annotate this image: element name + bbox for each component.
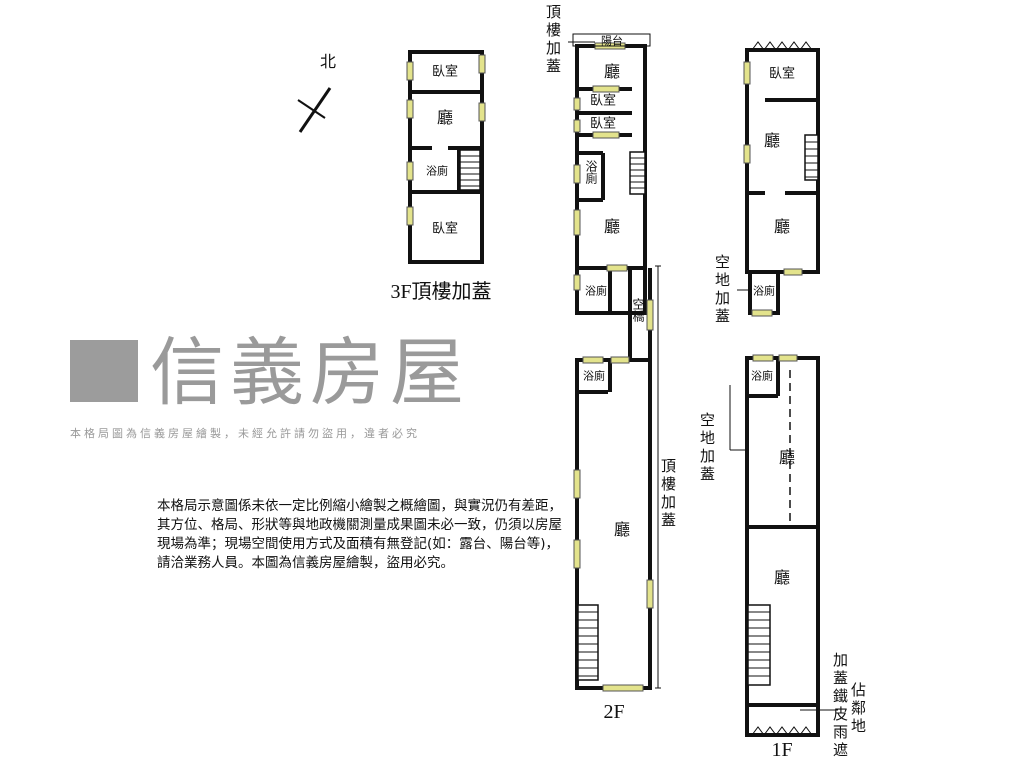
room-label: 廳 xyxy=(436,108,454,127)
north-label: 北 xyxy=(319,52,337,71)
rooftop-addition-label: 頂樓加蓋 xyxy=(544,4,562,76)
room-label: 臥室 xyxy=(589,93,617,109)
room-label: 廳 xyxy=(763,131,781,150)
room-label: 廳 xyxy=(773,568,791,587)
room-label: 廳 xyxy=(603,62,621,81)
room-label: 浴廁 xyxy=(585,284,607,298)
room-label: 廳 xyxy=(778,448,796,467)
floor-label-2f: 2F xyxy=(603,701,625,723)
stairs-icon xyxy=(804,134,819,181)
vacant-land-addition-label: 空地加蓋 xyxy=(713,254,731,326)
floor-label-1f: 1F xyxy=(771,739,793,761)
room-label: 臥室 xyxy=(589,116,617,132)
neighbor-land-label: 佔鄰地 xyxy=(849,682,867,736)
north-arrow-icon xyxy=(297,87,332,133)
stairs-icon xyxy=(747,604,771,686)
room-label: 廳 xyxy=(603,217,621,236)
awning-label: 加蓋鐵皮雨遮 xyxy=(831,652,849,760)
floor-label-3f: 3F頂樓加蓋 xyxy=(390,281,492,303)
bridge-label: 空橋 xyxy=(631,298,645,322)
room-label: 臥室 xyxy=(431,64,459,80)
room-label: 臥室 xyxy=(431,221,459,237)
room-label: 臥室 xyxy=(768,66,796,82)
rooftop-addition-label: 頂樓加蓋 xyxy=(659,458,677,530)
vacant-land-addition-label: 空地加蓋 xyxy=(698,412,716,484)
awning-zigzag-icon xyxy=(751,726,813,736)
awning-zigzag-icon xyxy=(751,41,813,51)
room-label: 浴廁 xyxy=(753,284,775,298)
stairs-icon xyxy=(629,151,646,195)
watermark-notice: 本格局圖為信義房屋繪製，未經允許請勿盜用，違者必究 xyxy=(70,427,420,440)
room-label: 廳 xyxy=(773,217,791,236)
room-label: 浴廁 xyxy=(584,160,598,184)
stairs-icon xyxy=(577,604,599,681)
room-label: 浴廁 xyxy=(583,369,605,383)
room-label: 浴廁 xyxy=(426,164,448,178)
room-label: 廳 xyxy=(613,520,631,539)
plan-3f-outline xyxy=(408,50,484,264)
watermark-logo-icon xyxy=(70,340,138,402)
disclaimer-text: 本格局示意圖係未依一定比例縮小繪製之概繪圖，與實況仍有差距，其方位、格局、形狀等… xyxy=(157,498,562,571)
window-icon xyxy=(406,42,803,692)
balcony-label: 陽台 xyxy=(601,34,623,48)
room-label: 浴廁 xyxy=(751,369,773,383)
watermark-brand: 信義房屋 xyxy=(150,330,470,416)
